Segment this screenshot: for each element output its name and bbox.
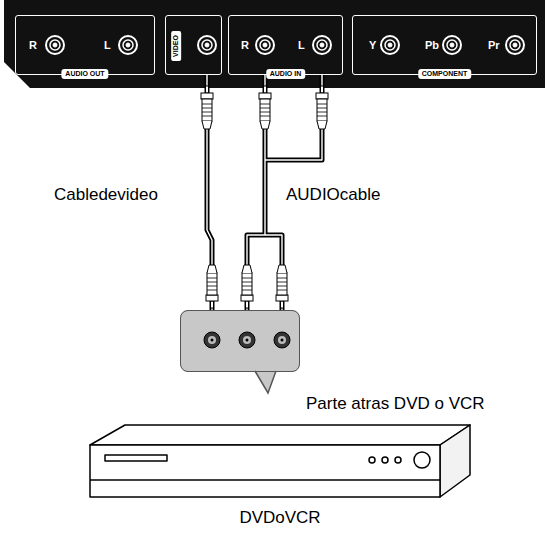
dvd-jack <box>239 332 255 348</box>
panel-jack <box>256 36 274 54</box>
group-label: AUDIO OUT <box>61 69 108 79</box>
panel-jack <box>450 43 454 47</box>
panel-jack <box>381 36 399 54</box>
dvd-jack <box>204 332 220 348</box>
panel-jack <box>53 43 57 47</box>
jack-label: Pb <box>425 39 439 51</box>
dvd-player <box>105 455 167 461</box>
dvd-jack <box>274 332 290 348</box>
dvd-player <box>369 457 375 463</box>
panel-jack <box>119 36 137 54</box>
panel-jack <box>447 40 457 50</box>
dvd-jack <box>239 332 255 348</box>
rca-plug <box>206 265 218 308</box>
jack-label: L <box>104 39 111 51</box>
panel-jack <box>50 40 60 50</box>
panel-jack <box>506 36 524 54</box>
jack-label: L <box>298 39 305 51</box>
panel-jack <box>510 40 520 50</box>
panel-jack <box>126 43 130 47</box>
dvd-player <box>382 457 388 463</box>
panel-jack <box>506 36 524 54</box>
panel-jack <box>320 43 324 47</box>
dvd-jack <box>204 332 290 348</box>
jack-group: YPbPrCOMPONENT <box>352 15 537 75</box>
group-label: AUDIO IN <box>266 69 306 79</box>
panel-jack <box>388 43 392 47</box>
panel-jack <box>443 36 461 54</box>
caption-text: Parte atras DVD o VCR <box>306 395 485 414</box>
dvd-player <box>395 457 401 463</box>
dvd-jack <box>246 339 249 342</box>
panel-jack <box>198 36 216 54</box>
jack-label: Y <box>369 39 376 51</box>
panel-jack <box>256 36 274 54</box>
dvd-player <box>90 445 440 497</box>
tv-back-panel <box>4 0 545 88</box>
panel-jack <box>46 36 524 54</box>
jack-label: Pr <box>488 39 500 51</box>
dvd-jack <box>208 336 216 344</box>
jack-group: RLAUDIO IN <box>228 15 343 75</box>
dvd-player: DVDoVCR <box>90 425 470 497</box>
panel-jack <box>313 36 331 54</box>
panel-jack <box>313 36 331 54</box>
dvd-jack <box>243 336 251 344</box>
panel-jack <box>513 43 517 47</box>
jack-label: R <box>29 39 37 51</box>
dvd-jack <box>274 332 290 348</box>
rca-plug <box>201 86 213 129</box>
panel-jack <box>443 36 461 54</box>
rca-plug <box>241 265 253 308</box>
cable-label: AUDIOcable <box>284 186 382 205</box>
callout-panel <box>255 371 276 393</box>
group-label: COMPONENT <box>418 69 472 79</box>
dvd-jack <box>211 339 214 342</box>
rca-plug <box>316 86 328 129</box>
dvd-jack <box>204 332 220 348</box>
cable-label: Cabledevideo <box>52 186 160 205</box>
panel-jack <box>381 36 399 54</box>
panel-jack <box>119 36 137 54</box>
panel-jack <box>260 40 270 50</box>
panel-jack <box>46 36 64 54</box>
dvd-player <box>440 425 470 497</box>
panel-jack <box>123 40 133 50</box>
panel-jack <box>385 40 395 50</box>
dvd-player <box>90 425 470 497</box>
jack-label: R <box>241 39 249 51</box>
callout-panel <box>180 310 300 372</box>
dvd-jack <box>281 339 284 342</box>
panel-jack <box>198 36 216 54</box>
tv-back-panel <box>4 0 545 88</box>
panel-jack <box>317 40 327 50</box>
callout-panel <box>180 310 300 393</box>
caption-text: DVDoVCR <box>239 509 320 528</box>
jack-group: VIDEO <box>165 15 222 75</box>
group-label: VIDEO <box>171 31 181 61</box>
panel-jack <box>46 36 64 54</box>
callout-box: Parte atras DVD o VCR <box>180 310 300 372</box>
dvd-player <box>414 452 430 468</box>
rca-plug <box>259 86 271 129</box>
jack-group: RLAUDIO OUT <box>15 15 155 75</box>
dvd-jack <box>278 336 286 344</box>
dvd-player <box>90 479 440 481</box>
panel-jack <box>263 43 267 47</box>
dvd-player <box>90 425 470 445</box>
rca-plug <box>276 265 288 308</box>
panel-jack <box>205 43 209 47</box>
panel-jack <box>202 40 212 50</box>
